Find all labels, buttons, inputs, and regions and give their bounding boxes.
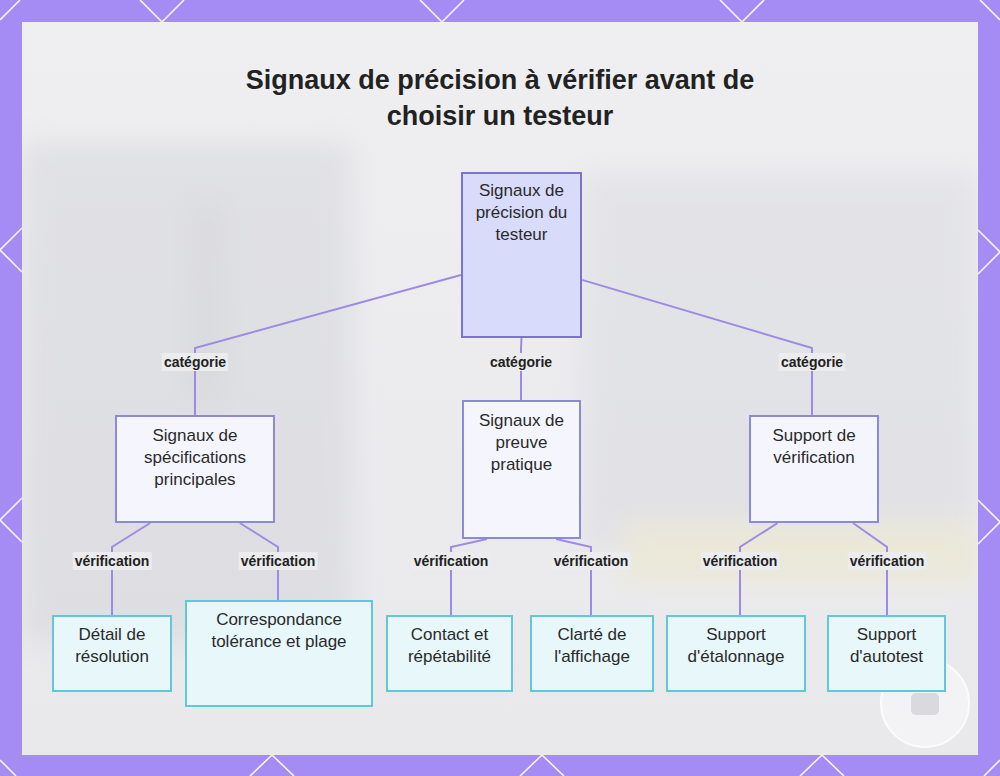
node-text: Support de vérification (757, 425, 871, 469)
check-box: Support d'autotest (827, 615, 946, 692)
node-text: Support d'autotest (835, 624, 938, 668)
edge-label: catégorie (162, 353, 228, 371)
diagram-title: Signaux de précision à vérifier avant de… (200, 62, 800, 134)
check-box: Correspondance tolérance et plage (185, 600, 373, 707)
node-text: Clarté de l'affichage (538, 624, 646, 668)
node-text: Contact et répétabilité (394, 624, 505, 668)
category-box: Support de vérification (749, 415, 879, 523)
check-box: Contact et répétabilité (386, 615, 513, 692)
edge-label: vérification (552, 552, 631, 570)
edge-label: catégorie (779, 353, 845, 371)
check-box: Détail de résolution (52, 615, 172, 692)
edge-label: catégorie (488, 353, 554, 371)
node-text: Signaux de précision du testeur (469, 180, 574, 246)
check-box: Support d'étalonnage (666, 615, 806, 692)
edge-label: vérification (412, 552, 491, 570)
edge-label: vérification (239, 552, 318, 570)
connector-line (582, 280, 812, 415)
connector-line (556, 539, 591, 615)
node-text: Signaux de preuve pratique (470, 410, 573, 476)
connector-line (195, 275, 461, 415)
check-box: Clarté de l'affichage (530, 615, 654, 692)
node-text: Correspondance tolérance et plage (193, 609, 365, 653)
edge-label: vérification (848, 552, 927, 570)
root-box: Signaux de précision du testeur (461, 172, 582, 338)
edge-label: vérification (73, 552, 152, 570)
node-text: Détail de résolution (60, 624, 164, 668)
category-box: Signaux de spécifications principales (115, 415, 275, 523)
connector-line (451, 539, 487, 615)
edge-label: vérification (701, 552, 780, 570)
node-text: Support d'étalonnage (674, 624, 798, 668)
category-box: Signaux de preuve pratique (462, 400, 581, 539)
node-text: Signaux de spécifications principales (123, 425, 267, 491)
